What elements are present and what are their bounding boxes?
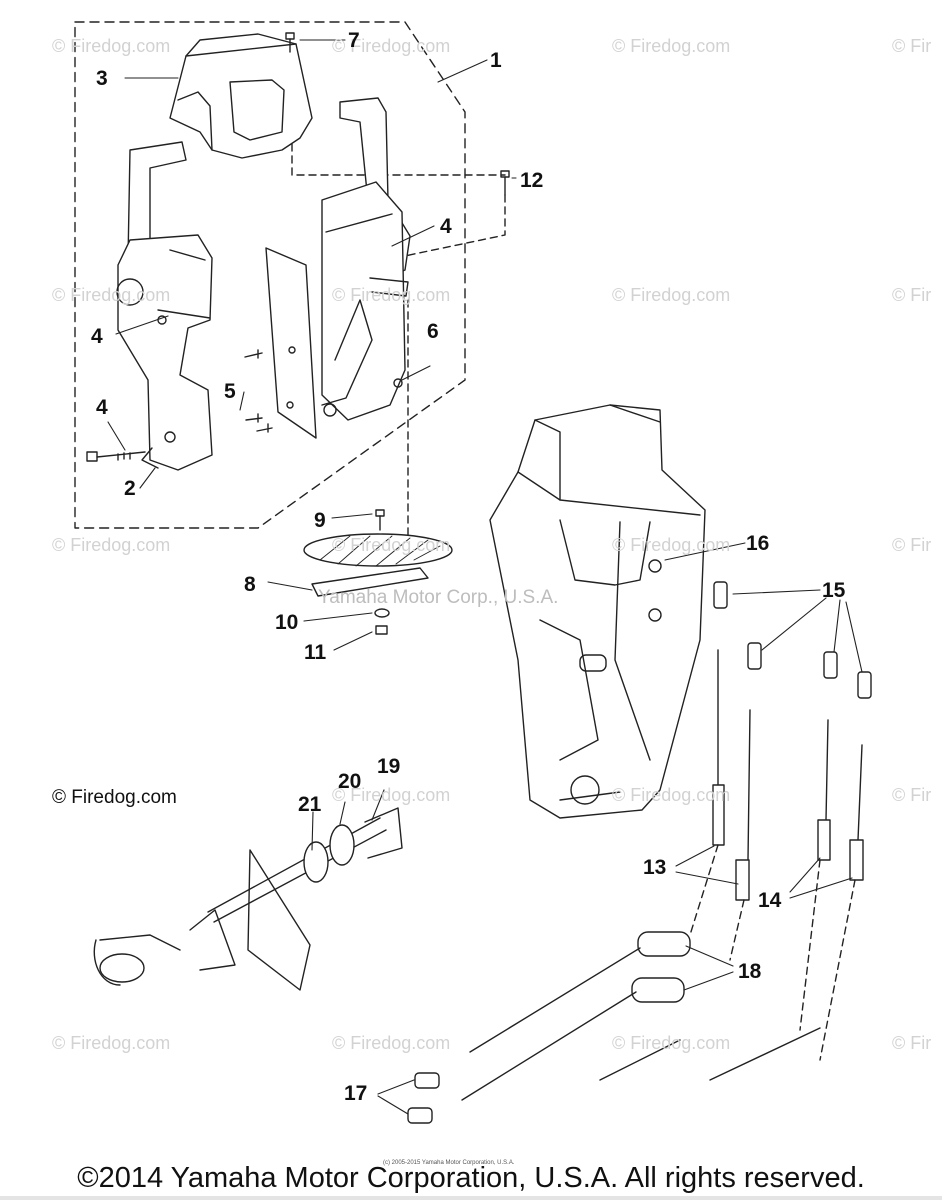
- leader-dashed-bolt12: [394, 194, 506, 259]
- left-lever-assembly: [116, 141, 213, 471]
- washer-10: [374, 608, 390, 618]
- callout-21: 21: [298, 793, 322, 816]
- mounting-plate: [265, 247, 317, 439]
- watermark-text: © Firedog.com: [332, 785, 451, 805]
- throttle-shift-cables: [461, 947, 821, 1101]
- watermark-text: © Fir: [892, 36, 932, 56]
- callout-8: 8: [244, 573, 256, 596]
- bottom-strip: [0, 1196, 942, 1200]
- cable-connectors-18: [631, 931, 691, 1003]
- backing-plate: [311, 567, 429, 597]
- watermark-text: © Firedog.com: [52, 285, 171, 305]
- screws-5: [244, 349, 273, 433]
- watermark-text: © Firedog.com: [332, 36, 451, 56]
- callout-4: 4: [96, 396, 108, 419]
- watermark-text: © Fir: [892, 1033, 932, 1053]
- watermark-text: © Firedog.com: [52, 36, 171, 56]
- callout-7: 7: [348, 29, 360, 52]
- callout-12: 12: [520, 169, 544, 192]
- watermark-text: © Firedog.com: [332, 535, 451, 555]
- nut-6: [393, 378, 403, 388]
- callout-18: 18: [738, 960, 762, 983]
- corner-copyright: © Firedog.com: [52, 787, 177, 808]
- gasket-8: [303, 533, 453, 567]
- corporate-watermark: Yamaha Motor Corp., U.S.A.: [318, 587, 559, 608]
- callout-9: 9: [314, 509, 326, 532]
- bolt-4-long: [86, 451, 146, 462]
- callout-3: 3: [96, 67, 108, 90]
- callout-4: 4: [91, 325, 103, 348]
- shaft-detail: [93, 807, 403, 991]
- watermark-text: © Firedog.com: [52, 535, 171, 555]
- watermark-text: © Fir: [892, 785, 932, 805]
- callout-20: 20: [338, 770, 362, 793]
- watermark-text: © Firedog.com: [612, 535, 731, 555]
- callout-1: 1: [490, 49, 502, 72]
- cable-rods-13: [712, 649, 751, 901]
- watermark-text: © Firedog.com: [612, 785, 731, 805]
- footer-copyright: ©2014 Yamaha Motor Corporation, U.S.A. A…: [77, 1162, 865, 1194]
- watermark-text: © Firedog.com: [612, 285, 731, 305]
- callout-5: 5: [224, 380, 236, 403]
- watermark-text: © Firedog.com: [332, 285, 451, 305]
- cable-end-clips-15: [713, 581, 872, 699]
- fine-print: (c) 2005-2015 Yamaha Motor Corporation, …: [383, 1160, 515, 1166]
- bolt-12: [500, 170, 510, 196]
- nut-11: [375, 625, 388, 635]
- watermark-text: © Fir: [892, 285, 932, 305]
- callout-19: 19: [377, 755, 401, 778]
- callout-11: 11: [304, 641, 327, 664]
- callout-leaders: [107, 39, 863, 1115]
- callout-17: 17: [344, 1082, 368, 1105]
- callout-4: 4: [440, 215, 452, 238]
- callout-15: 15: [822, 579, 846, 602]
- callout-16: 16: [746, 532, 770, 555]
- top-cover: [169, 33, 313, 159]
- watermark-text: © Firedog.com: [332, 1033, 451, 1053]
- leader-dashed-cover: [291, 95, 506, 176]
- assembly-boundary-dashed: [74, 21, 466, 529]
- control-housing: [489, 404, 706, 819]
- callout-10: 10: [275, 611, 299, 634]
- screw-7: [285, 32, 295, 53]
- cable-rods-14: [817, 719, 864, 881]
- callout-2: 2: [124, 477, 136, 500]
- watermark-text: © Firedog.com: [612, 1033, 731, 1053]
- callout-13: 13: [643, 856, 667, 879]
- watermark-text: © Firedog.com: [52, 1033, 171, 1053]
- watermark-text: © Fir: [892, 535, 932, 555]
- bushings-17: [407, 1072, 440, 1124]
- cable-leaders-dashed: [689, 844, 856, 1061]
- callout-14: 14: [758, 889, 782, 912]
- bolt-9: [375, 509, 385, 531]
- right-lever-assembly: [321, 97, 411, 421]
- watermark-text: © Firedog.com: [612, 36, 731, 56]
- callout-6: 6: [427, 320, 439, 343]
